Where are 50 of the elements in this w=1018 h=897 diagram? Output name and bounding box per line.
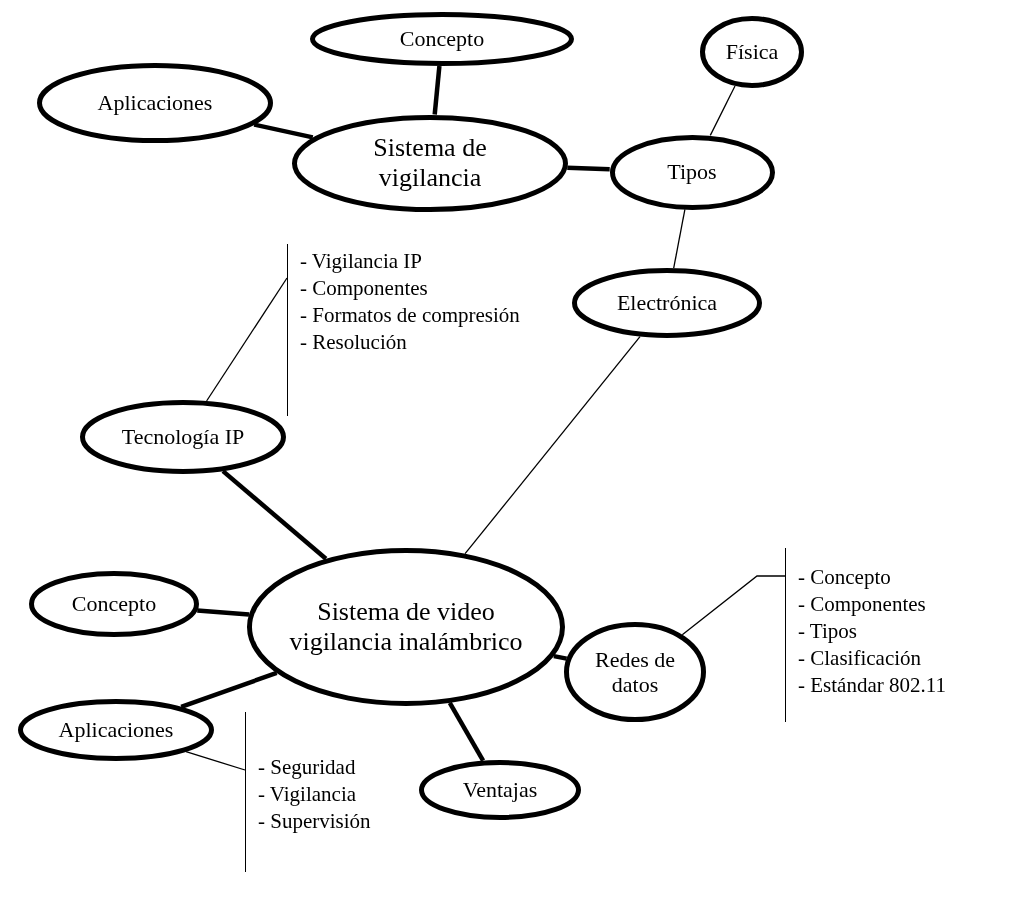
list-item: - Clasificación [798, 645, 922, 672]
topic-ellipse [572, 268, 762, 338]
leader-line [681, 575, 786, 636]
node-label: Electrónica [616, 290, 718, 316]
list-item: - Vigilancia IP [300, 248, 422, 275]
topic-ellipse [247, 548, 565, 706]
topic-ellipse [310, 12, 574, 66]
topic-ellipse [700, 16, 804, 88]
list-item: - Componentes [300, 275, 428, 302]
node-label: Tecnología IP [121, 424, 245, 450]
list-item: - Seguridad [258, 754, 356, 781]
list-item: - Resolución [300, 329, 407, 356]
list-item: - Formatos de compresión [300, 302, 520, 329]
node-label: Física [725, 39, 779, 65]
topic-ellipse [18, 699, 214, 761]
list-item: - Componentes [798, 591, 926, 618]
list-item: - Tipos [798, 618, 857, 645]
connector-line [447, 701, 486, 762]
connector-line [197, 608, 250, 617]
connector-line [432, 65, 442, 115]
connector-line [464, 335, 641, 555]
node-label: Ventajas [462, 777, 538, 803]
node-label: Redes de datos [594, 646, 676, 698]
topic-ellipse [80, 400, 286, 474]
topic-ellipse [564, 622, 706, 722]
connector-line [553, 653, 568, 661]
topic-ellipse [419, 760, 581, 820]
node-label: Aplicaciones [58, 717, 174, 743]
node-label: Tipos [667, 159, 717, 185]
node-label: Sistema de video vigilancia inalámbrico [288, 597, 524, 657]
node-label: Sistema de vigilancia [372, 133, 488, 193]
list-item: - Vigilancia [258, 781, 357, 808]
topic-ellipse [37, 63, 273, 143]
list-item: - Estándar 802.11 [798, 672, 946, 699]
node-label: Concepto [71, 591, 157, 617]
connector-line [253, 122, 314, 140]
leader-line [205, 277, 288, 402]
connector-line [180, 670, 278, 709]
connector-line [221, 469, 328, 561]
connector-line [673, 208, 686, 269]
leader-line [185, 751, 246, 771]
topic-ellipse [292, 114, 568, 212]
node-label: Concepto [399, 26, 485, 52]
topic-ellipse [609, 134, 775, 210]
connector-line [709, 85, 736, 137]
topic-ellipse [29, 571, 199, 637]
list-item: - Supervisión [258, 808, 371, 835]
list-item: - Concepto [798, 564, 891, 591]
node-label: Aplicaciones [97, 90, 213, 116]
connector-line [567, 165, 610, 172]
